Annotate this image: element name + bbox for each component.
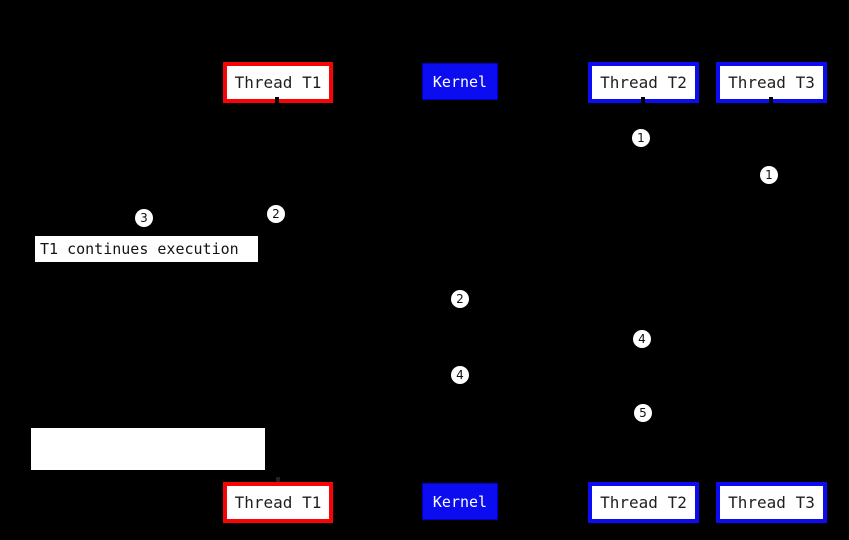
- lifeline-stub: [276, 477, 280, 483]
- thread-t1-box-bottom: Thread T1: [223, 482, 333, 523]
- thread-t2-box-bottom: Thread T2: [588, 482, 699, 523]
- kernel-box-top: Kernel: [422, 63, 498, 100]
- step-marker-2a: 2: [267, 205, 285, 223]
- blank-note-box: [31, 428, 265, 470]
- step-marker-3: 3: [135, 209, 153, 227]
- step-marker-4a: 4: [633, 330, 651, 348]
- step-marker-4b: 4: [451, 366, 469, 384]
- lifeline-stub: [769, 97, 773, 103]
- thread-t3-box-bottom: Thread T3: [716, 482, 827, 523]
- lifeline-stub: [275, 97, 279, 103]
- kernel-box-bottom: Kernel: [422, 483, 498, 520]
- thread-t3-box-top: Thread T3: [716, 62, 827, 103]
- step-marker-2b: 2: [451, 290, 469, 308]
- lifeline-stub: [641, 97, 645, 103]
- step-marker-1b: 1: [760, 166, 778, 184]
- step-marker-5: 5: [634, 404, 652, 422]
- note-t1-continues-execution: T1 continues execution: [35, 236, 258, 262]
- step-marker-1a: 1: [632, 129, 650, 147]
